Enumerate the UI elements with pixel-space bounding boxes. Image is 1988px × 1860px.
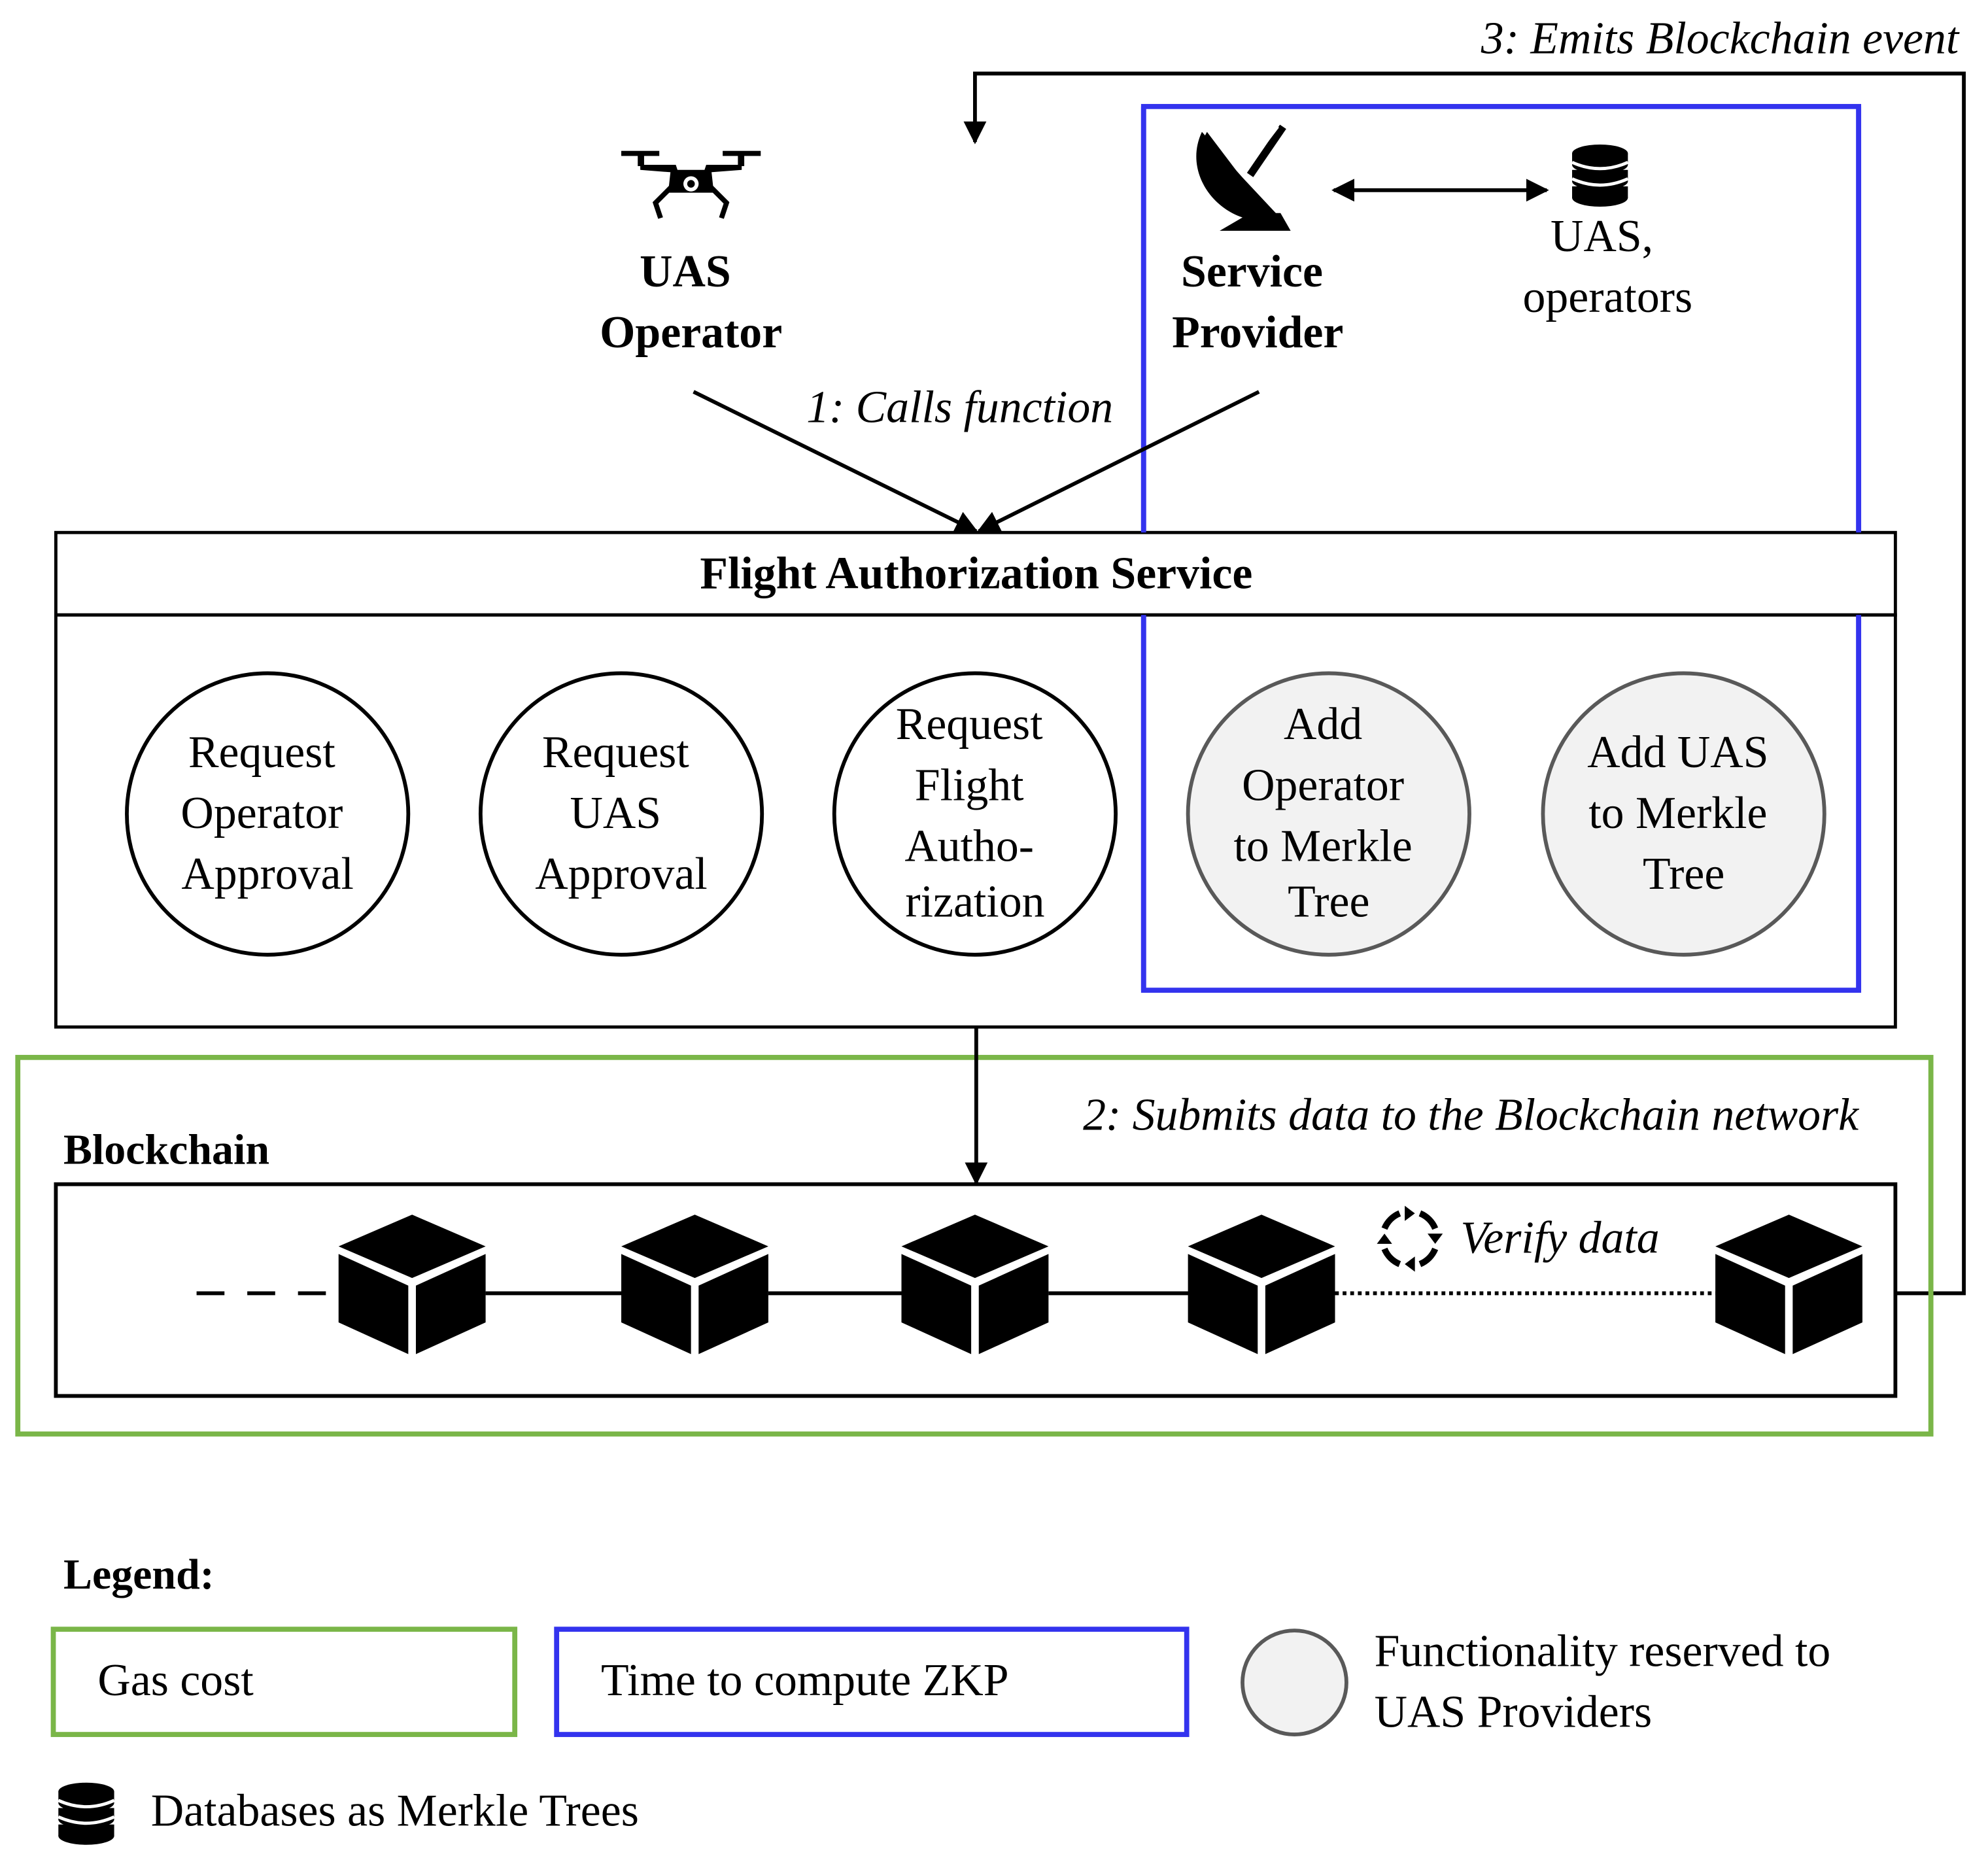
legend-gas-cost-label: Gas cost [97, 1655, 253, 1706]
svg-text:Request Operator A: Request Operator Approval [180, 727, 354, 899]
block-icon [901, 1214, 1049, 1354]
func-line: Approval [535, 849, 708, 899]
func-line: Operator [1242, 760, 1404, 810]
svg-text:Add Operator to Me: Add Operator to Merkle Tree [1233, 699, 1424, 927]
verify-label: Verify data [1460, 1213, 1659, 1263]
verify-cycle-icon [1377, 1205, 1443, 1272]
database-label: UAS, operators [1522, 211, 1692, 322]
database-icon [1572, 145, 1628, 207]
func-line: rization [905, 877, 1044, 927]
legend-title: Legend: [63, 1551, 214, 1598]
svg-text:Add UAS to Merkle: Add UAS to Merkle Tree [1587, 727, 1780, 899]
legend-zkp-label: Time to compute ZKP [601, 1655, 1009, 1706]
func-line: Approval [181, 849, 354, 899]
legend-gas-cost-swatch [50, 1627, 518, 1737]
func-line: Tree [1643, 849, 1724, 899]
blockchain-title: Blockchain [63, 1126, 269, 1174]
function-request-flight-authorization[interactable]: Request Flight Autho- rization [832, 671, 1118, 957]
service-body [54, 613, 1897, 1029]
func-line: Request [542, 727, 689, 778]
block-icon [1188, 1214, 1335, 1354]
func-line: to Merkle [1588, 788, 1767, 838]
legend-database-label: Databases as Merkle Trees [151, 1786, 639, 1836]
step2-label: 2: Submits data to the Blockchain networ… [1083, 1090, 1859, 1140]
func-line: Autho- [904, 821, 1034, 871]
block-icon [338, 1214, 486, 1354]
func-line: Tree [1288, 877, 1369, 927]
legend-reserved-label: Functionality reserved to UAS Providers [1375, 1626, 1842, 1737]
func-line: Operator [180, 788, 343, 838]
func-line: Add UAS [1587, 727, 1768, 778]
func-line: Request [188, 727, 335, 778]
func-line: Request [896, 699, 1043, 749]
satellite-dish-icon [1196, 124, 1291, 231]
operator-call-arrow [693, 390, 978, 533]
legend-database-icon [58, 1783, 114, 1845]
function-add-operator-to-merkle-tree[interactable]: Add Operator to Merkle Tree [1186, 671, 1471, 957]
func-line: Add [1284, 699, 1362, 749]
blockchain-box [54, 1182, 1898, 1398]
svg-text:Request Flight Aut: Request Flight Autho- rization [896, 699, 1054, 927]
function-add-uas-to-merkle-tree[interactable]: Add UAS to Merkle Tree [1541, 671, 1826, 957]
block-icon [1715, 1214, 1862, 1354]
func-line: to Merkle [1233, 821, 1412, 871]
provider-call-arrow [976, 390, 1260, 533]
step1-label: 1: Calls function [806, 383, 1113, 433]
svg-text:Request UAS Approv: Request UAS Approval [535, 727, 708, 899]
function-request-operator-approval[interactable]: Request Operator Approval [125, 671, 411, 957]
drone-icon [621, 150, 761, 219]
legend-zkp-swatch [554, 1627, 1190, 1737]
function-request-uas-approval[interactable]: Request UAS Approval [478, 671, 764, 957]
service-provider-label: Service Provider [1172, 247, 1343, 358]
legend-reserved-swatch [1241, 1628, 1348, 1736]
func-line: Flight [915, 760, 1024, 810]
event-arrow [963, 71, 1966, 1296]
func-line: UAS [570, 788, 662, 838]
block-icon [621, 1214, 768, 1354]
step3-label: 3: Emits Blockchain event [1481, 13, 1960, 63]
uas-operator-label: UAS Operator [600, 247, 782, 358]
service-title: Flight Authorization Service [700, 549, 1252, 599]
